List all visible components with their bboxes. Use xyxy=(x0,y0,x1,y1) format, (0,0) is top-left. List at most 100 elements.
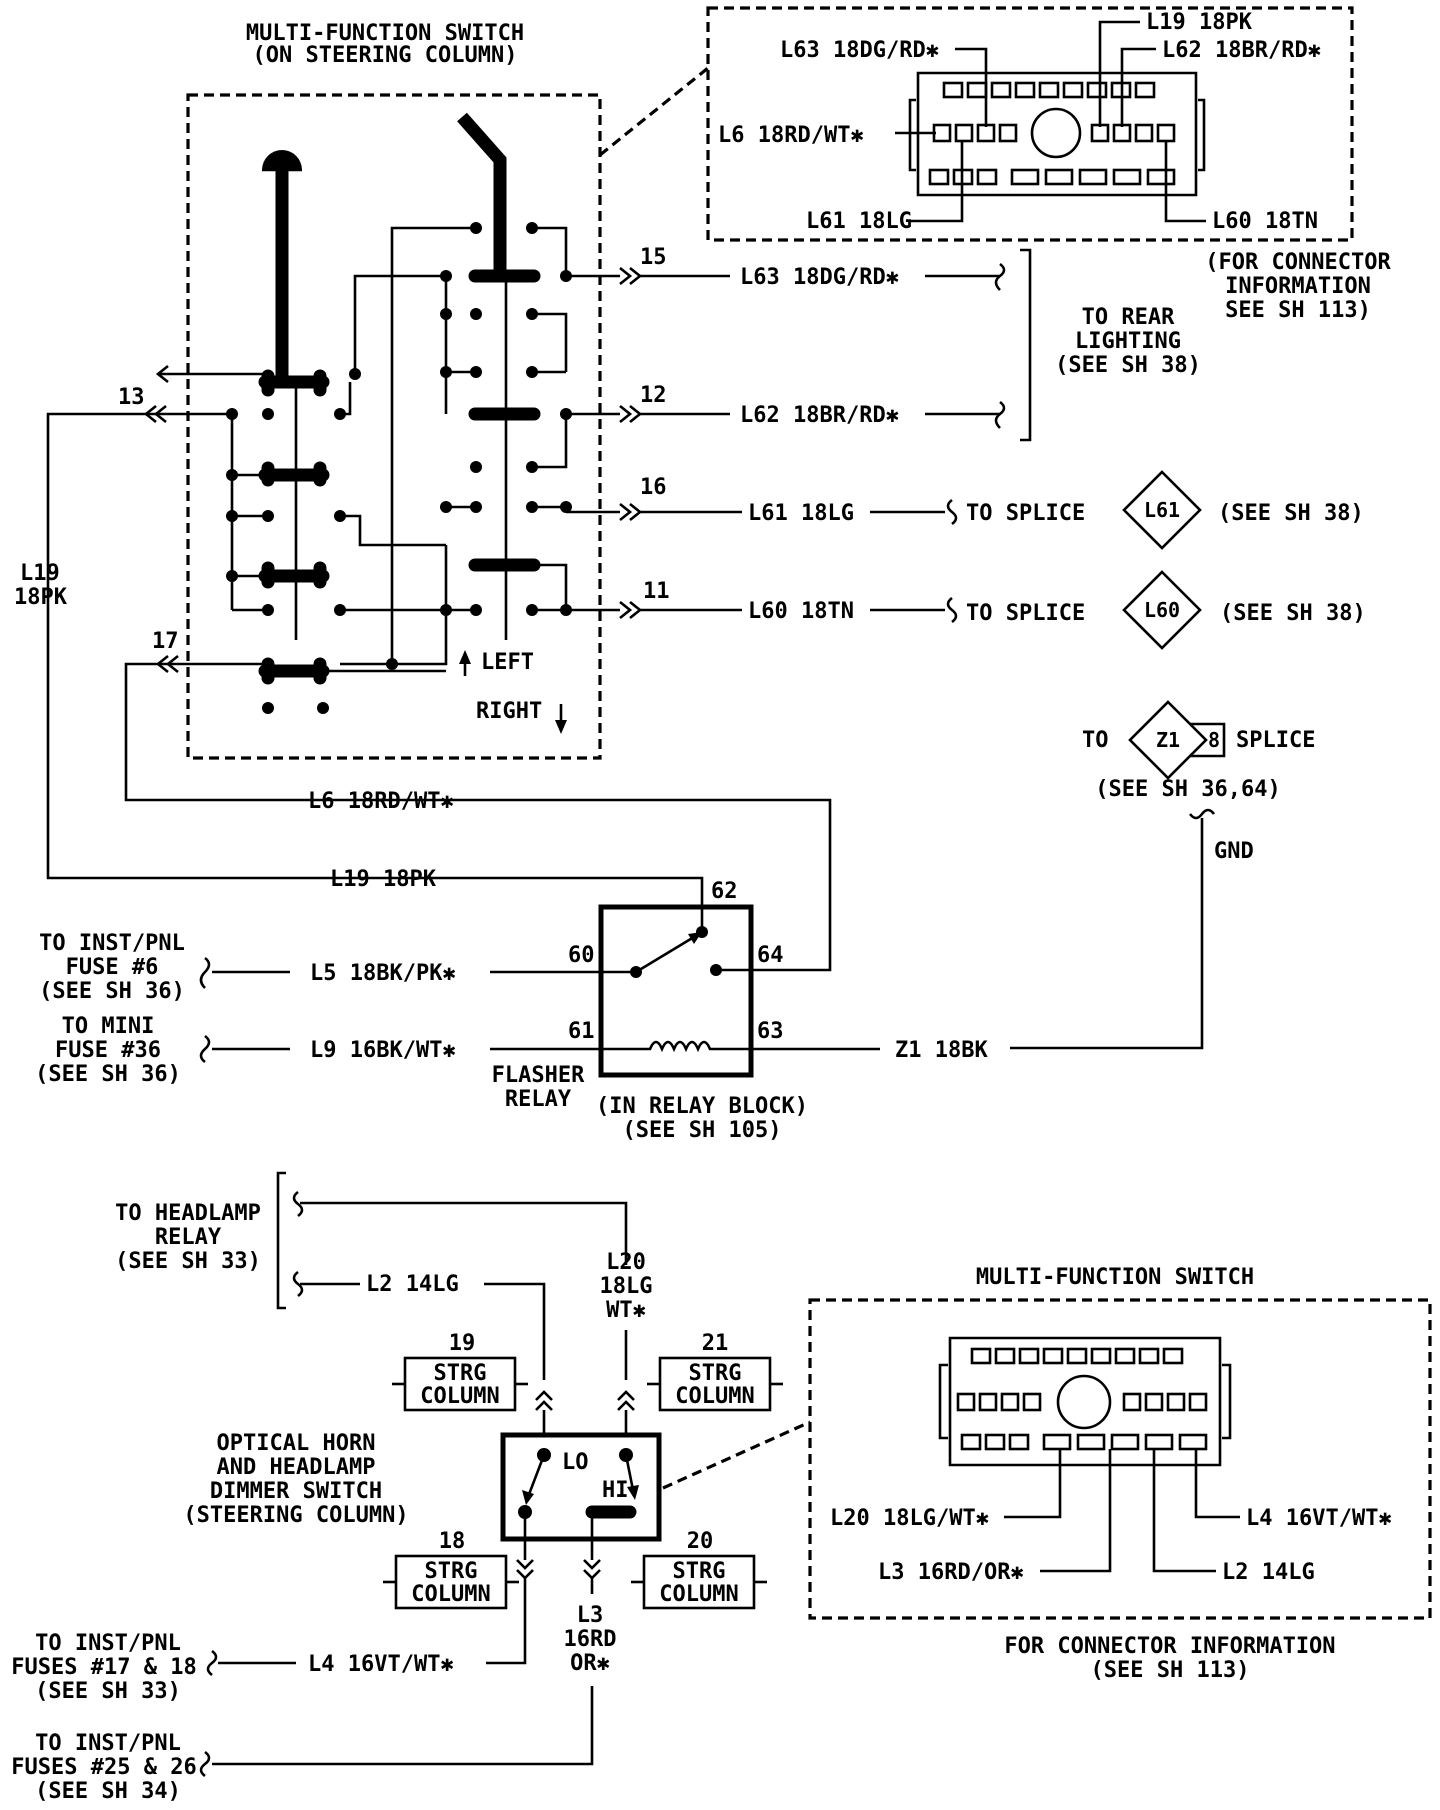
ground-splice-see: (SEE SH 36,64) xyxy=(1095,777,1280,802)
hi-contact-arrow-icon xyxy=(627,1485,639,1500)
bottom-connector: MULTI-FUNCTION SWITCH L20 18LG/WT✱ L4 16… xyxy=(662,1265,1432,1683)
wire-l20-1: L20 xyxy=(606,1250,646,1275)
strg-19-l2: COLUMN xyxy=(420,1384,499,1409)
flasher-location-1: (IN RELAY BLOCK) xyxy=(596,1094,808,1119)
dimmer-name-2: AND HEADLAMP xyxy=(217,1455,376,1480)
switch-housing-dashed xyxy=(186,93,602,760)
wire-l4-dimmer: L4 16VT/WT✱ xyxy=(308,1652,454,1677)
flasher-pin-61: 61 xyxy=(568,1019,595,1044)
connector-info-1: (FOR CONNECTOR xyxy=(1205,250,1391,275)
pin-l61: L61 18LG xyxy=(806,209,912,234)
strg-19-l1: STRG xyxy=(434,1361,487,1386)
right-lever xyxy=(457,112,507,270)
flasher-pin-63: 63 xyxy=(757,1019,784,1044)
flasher-name-2: RELAY xyxy=(505,1087,572,1112)
wire-l20-2: 18LG xyxy=(600,1274,653,1299)
dimmer-lo: LO xyxy=(562,1450,589,1475)
wire-z1: Z1 18BK xyxy=(895,1038,988,1063)
l6-wire: L6 18RD/WT✱ xyxy=(308,789,454,814)
fuse6-1: TO INST/PNL xyxy=(39,931,185,956)
cavity-11: 11 xyxy=(643,579,670,604)
wire-l2-dimmer: L2 14LG xyxy=(366,1272,459,1297)
rear-lighting-3: (SEE SH 38) xyxy=(1055,353,1201,378)
strg-21-l1: STRG xyxy=(689,1361,742,1386)
switch-outputs: 13 L19 18PK L19 18PK 17 L6 18RD/WT✱ 15 L… xyxy=(14,245,1366,972)
strg-20-num: 20 xyxy=(687,1529,714,1554)
switch-title: MULTI-FUNCTION SWITCH xyxy=(246,21,524,46)
l19-vertical-2: 18PK xyxy=(14,585,68,610)
headlamp-relay-1: TO HEADLAMP xyxy=(115,1201,261,1226)
fuses-25-26-1: TO INST/PNL xyxy=(35,1731,181,1756)
top-connector: L63 18DG/RD✱ L19 18PK L62 18BR/RD✱ L6 18… xyxy=(598,6,1391,323)
switch-subtitle: (ON STEERING COLUMN) xyxy=(253,43,518,68)
right-label: RIGHT xyxy=(476,699,542,724)
splice-l60: L60 xyxy=(1144,598,1180,622)
dimmer-name-4: (STEERING COLUMN) xyxy=(183,1503,408,1528)
flasher-pin-64: 64 xyxy=(757,943,784,968)
bottom-connector-info-2: (SEE SH 113) xyxy=(1091,1658,1250,1683)
pin-l6: L6 18RD/WT✱ xyxy=(718,123,864,148)
wire-l3-1: L3 xyxy=(577,1603,604,1628)
pin-l4: L4 16VT/WT✱ xyxy=(1246,1506,1392,1531)
ground-splice: TO Z1 8 SPLICE (SEE SH 36,64) GND xyxy=(1010,700,1315,1050)
fuses-17-18-3: (SEE SH 33) xyxy=(35,1679,181,1704)
wire-l60: L60 18TN xyxy=(748,599,854,624)
dimmer-hi: HI xyxy=(602,1478,629,1503)
to-splice-l61: TO SPLICE xyxy=(966,501,1085,526)
headlamp-relay-2: RELAY xyxy=(155,1225,222,1250)
strg-18-l1: STRG xyxy=(425,1559,478,1584)
wire-l63: L63 18DG/RD✱ xyxy=(740,265,899,290)
pin-l19: L19 18PK xyxy=(1146,10,1253,35)
flasher-pin-62: 62 xyxy=(711,879,738,904)
left-label: LEFT xyxy=(481,650,534,675)
flasher-name-1: FLASHER xyxy=(492,1063,585,1088)
strg-19-num: 19 xyxy=(449,1331,476,1356)
strg-18-l2: COLUMN xyxy=(411,1582,490,1607)
bottom-connector-title: MULTI-FUNCTION SWITCH xyxy=(976,1265,1254,1290)
strg-21-l2: COLUMN xyxy=(675,1384,754,1409)
dimmer-name-1: OPTICAL HORN xyxy=(217,1431,376,1456)
cavity-12: 12 xyxy=(640,383,667,408)
fuse6-2: FUSE #6 xyxy=(66,955,159,980)
wire-l61: L61 18LG xyxy=(748,501,854,526)
strg-21-num: 21 xyxy=(702,1331,729,1356)
fuse36-1: TO MINI xyxy=(62,1014,155,1039)
cavity-13: 13 xyxy=(118,385,145,410)
ground-splice-word: SPLICE xyxy=(1236,728,1315,753)
pin-l2: L2 14LG xyxy=(1222,1560,1315,1585)
fuse36-3: (SEE SH 36) xyxy=(35,1062,181,1087)
flasher-pin-60: 60 xyxy=(568,943,595,968)
fuse36-2: FUSE #36 xyxy=(55,1038,161,1063)
flasher-relay: 62 60 64 61 63 L5 18BK/PK✱ L9 16BK/WT✱ Z… xyxy=(35,879,988,1143)
strg-18-num: 18 xyxy=(439,1529,466,1554)
switch-internals: LEFT RIGHT xyxy=(226,112,572,734)
wire-l62: L62 18BR/RD✱ xyxy=(740,403,899,428)
wire-l5: L5 18BK/PK✱ xyxy=(310,961,456,986)
ground-splice-id: Z1 xyxy=(1156,728,1180,752)
left-lever-knob xyxy=(262,150,302,170)
cavity-15: 15 xyxy=(640,245,667,270)
strg-20-l2: COLUMN xyxy=(659,1582,738,1607)
pin-l20: L20 18LG/WT✱ xyxy=(830,1506,989,1531)
flasher-location-2: (SEE SH 105) xyxy=(623,1118,782,1143)
lo-contact-arrow-icon xyxy=(522,1490,534,1505)
dimmer-name-3: DIMMER SWITCH xyxy=(210,1479,382,1504)
dimmer-switch: TO HEADLAMP RELAY (SEE SH 33) L2 14LG L2… xyxy=(11,1171,783,1804)
relay-contact-arrow-icon xyxy=(688,932,702,944)
cavity-17: 17 xyxy=(152,629,179,654)
bottom-connector-dashed xyxy=(808,1298,1432,1620)
see-l60: (SEE SH 38) xyxy=(1220,601,1366,626)
rear-lighting-2: LIGHTING xyxy=(1075,329,1181,354)
pin-l63: L63 18DG/RD✱ xyxy=(780,38,939,63)
see-l61: (SEE SH 38) xyxy=(1218,501,1364,526)
fuse6-3: (SEE SH 36) xyxy=(39,979,185,1004)
headlamp-relay-3: (SEE SH 33) xyxy=(115,1249,261,1274)
to-splice-l60: TO SPLICE xyxy=(966,601,1085,626)
fuses-25-26-2: FUSES #25 & 26 xyxy=(11,1755,196,1780)
pin-l62: L62 18BR/RD✱ xyxy=(1162,38,1321,63)
bottom-connector-info-1: FOR CONNECTOR INFORMATION xyxy=(1004,1634,1335,1659)
relay-coil-icon xyxy=(630,1040,722,1053)
l19-vertical-1: L19 xyxy=(20,561,60,586)
left-arrow-icon xyxy=(459,650,471,664)
